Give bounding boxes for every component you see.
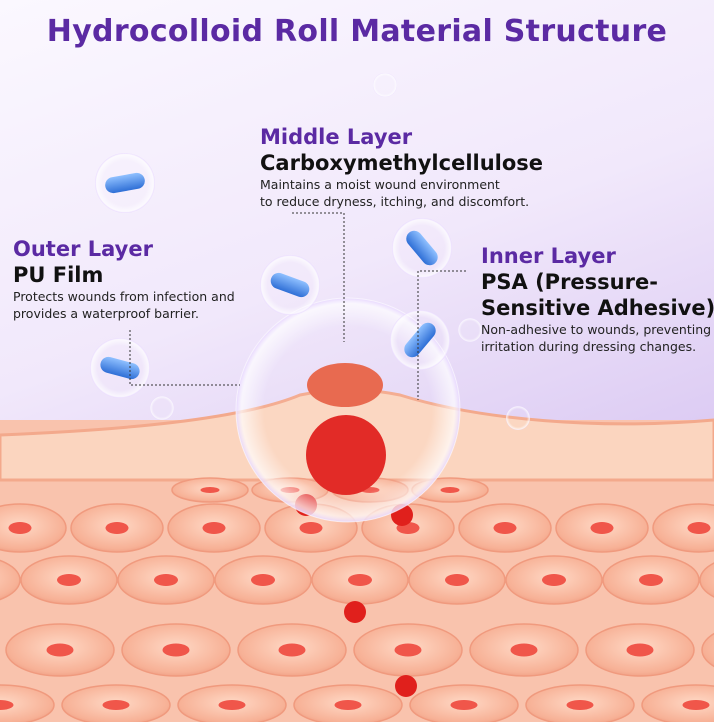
inner-layer-heading: Inner Layer [481, 244, 616, 268]
outer-layer-label: Outer Layer PU Film Protects wounds from… [13, 236, 235, 322]
skin-cell [0, 684, 55, 722]
cell-nucleus [348, 574, 372, 586]
middle-layer-label: Middle Layer Carboxymethylcellulose Main… [260, 124, 543, 210]
skin-cell [699, 562, 714, 598]
inner-layer-pointer [417, 270, 466, 400]
cell-nucleus [626, 643, 654, 657]
cell-nucleus [394, 643, 422, 657]
skin-cell [652, 503, 714, 553]
cell-nucleus [566, 700, 594, 710]
cell-nucleus [278, 643, 306, 657]
outer-layer-heading: Outer Layer [13, 237, 153, 261]
bubble [458, 318, 482, 342]
cell-nucleus [46, 643, 74, 657]
cell-nucleus [682, 700, 710, 710]
cell-nucleus [218, 700, 246, 710]
cell-nucleus [493, 522, 517, 534]
middle-layer-material: Carboxymethylcellulose [260, 151, 544, 175]
outer-layer-desc-1: Protects wounds from infection and [13, 289, 235, 304]
inner-layer-material-1: PSA (Pressure- [481, 270, 658, 294]
cell-nucleus [334, 700, 362, 710]
skin-cell [641, 684, 714, 722]
cell-nucleus [440, 487, 460, 493]
cell-nucleus [590, 522, 614, 534]
inner-layer-label: Inner Layer PSA (Pressure- Sensitive Adh… [481, 243, 714, 355]
cell-nucleus [57, 574, 81, 586]
outer-layer-material: PU Film [13, 263, 104, 287]
cell-nucleus [542, 574, 566, 586]
cell-nucleus [202, 522, 226, 534]
cell-nucleus [162, 643, 190, 657]
cell-nucleus [510, 643, 538, 657]
cell-nucleus [8, 522, 32, 534]
cell-nucleus [251, 574, 275, 586]
middle-layer-heading: Middle Layer [260, 125, 413, 149]
inner-layer-material-2: Sensitive Adhesive) [481, 296, 714, 320]
skin-cell [0, 559, 21, 601]
capsule-icon [404, 322, 436, 358]
middle-layer-desc-2: to reduce dryness, itching, and discomfo… [260, 194, 530, 209]
cell-nucleus [102, 700, 130, 710]
cell-nucleus [687, 522, 711, 534]
bubble [506, 406, 530, 430]
capsule-icon [105, 172, 145, 194]
inner-layer-desc-1: Non-adhesive to wounds, preventing [481, 322, 712, 337]
inner-layer-desc-2: irritation during dressing changes. [481, 339, 697, 354]
capsule-icon [270, 272, 310, 298]
cell-nucleus [0, 700, 14, 710]
cell-nucleus [639, 574, 663, 586]
cell-nucleus [200, 487, 220, 493]
skin-cell [701, 632, 714, 668]
cell-nucleus [445, 574, 469, 586]
cell-nucleus [105, 522, 129, 534]
wound-tissue [307, 363, 383, 407]
middle-layer-desc-1: Maintains a moist wound environment [260, 177, 500, 192]
bubble [373, 73, 397, 97]
blood-cell [395, 675, 417, 697]
cell-nucleus [450, 700, 478, 710]
capsule-icon [406, 230, 438, 266]
outer-layer-desc-2: provides a waterproof barrier. [13, 306, 199, 321]
page-title: Hydrocolloid Roll Material Structure [46, 14, 668, 49]
bubble [150, 396, 174, 420]
skin-cell [0, 503, 67, 553]
middle-layer-pointer [292, 212, 345, 342]
outer-layer-pointer [129, 330, 240, 386]
cell-nucleus [154, 574, 178, 586]
cell-nucleus [299, 522, 323, 534]
blood-cell [344, 601, 366, 623]
